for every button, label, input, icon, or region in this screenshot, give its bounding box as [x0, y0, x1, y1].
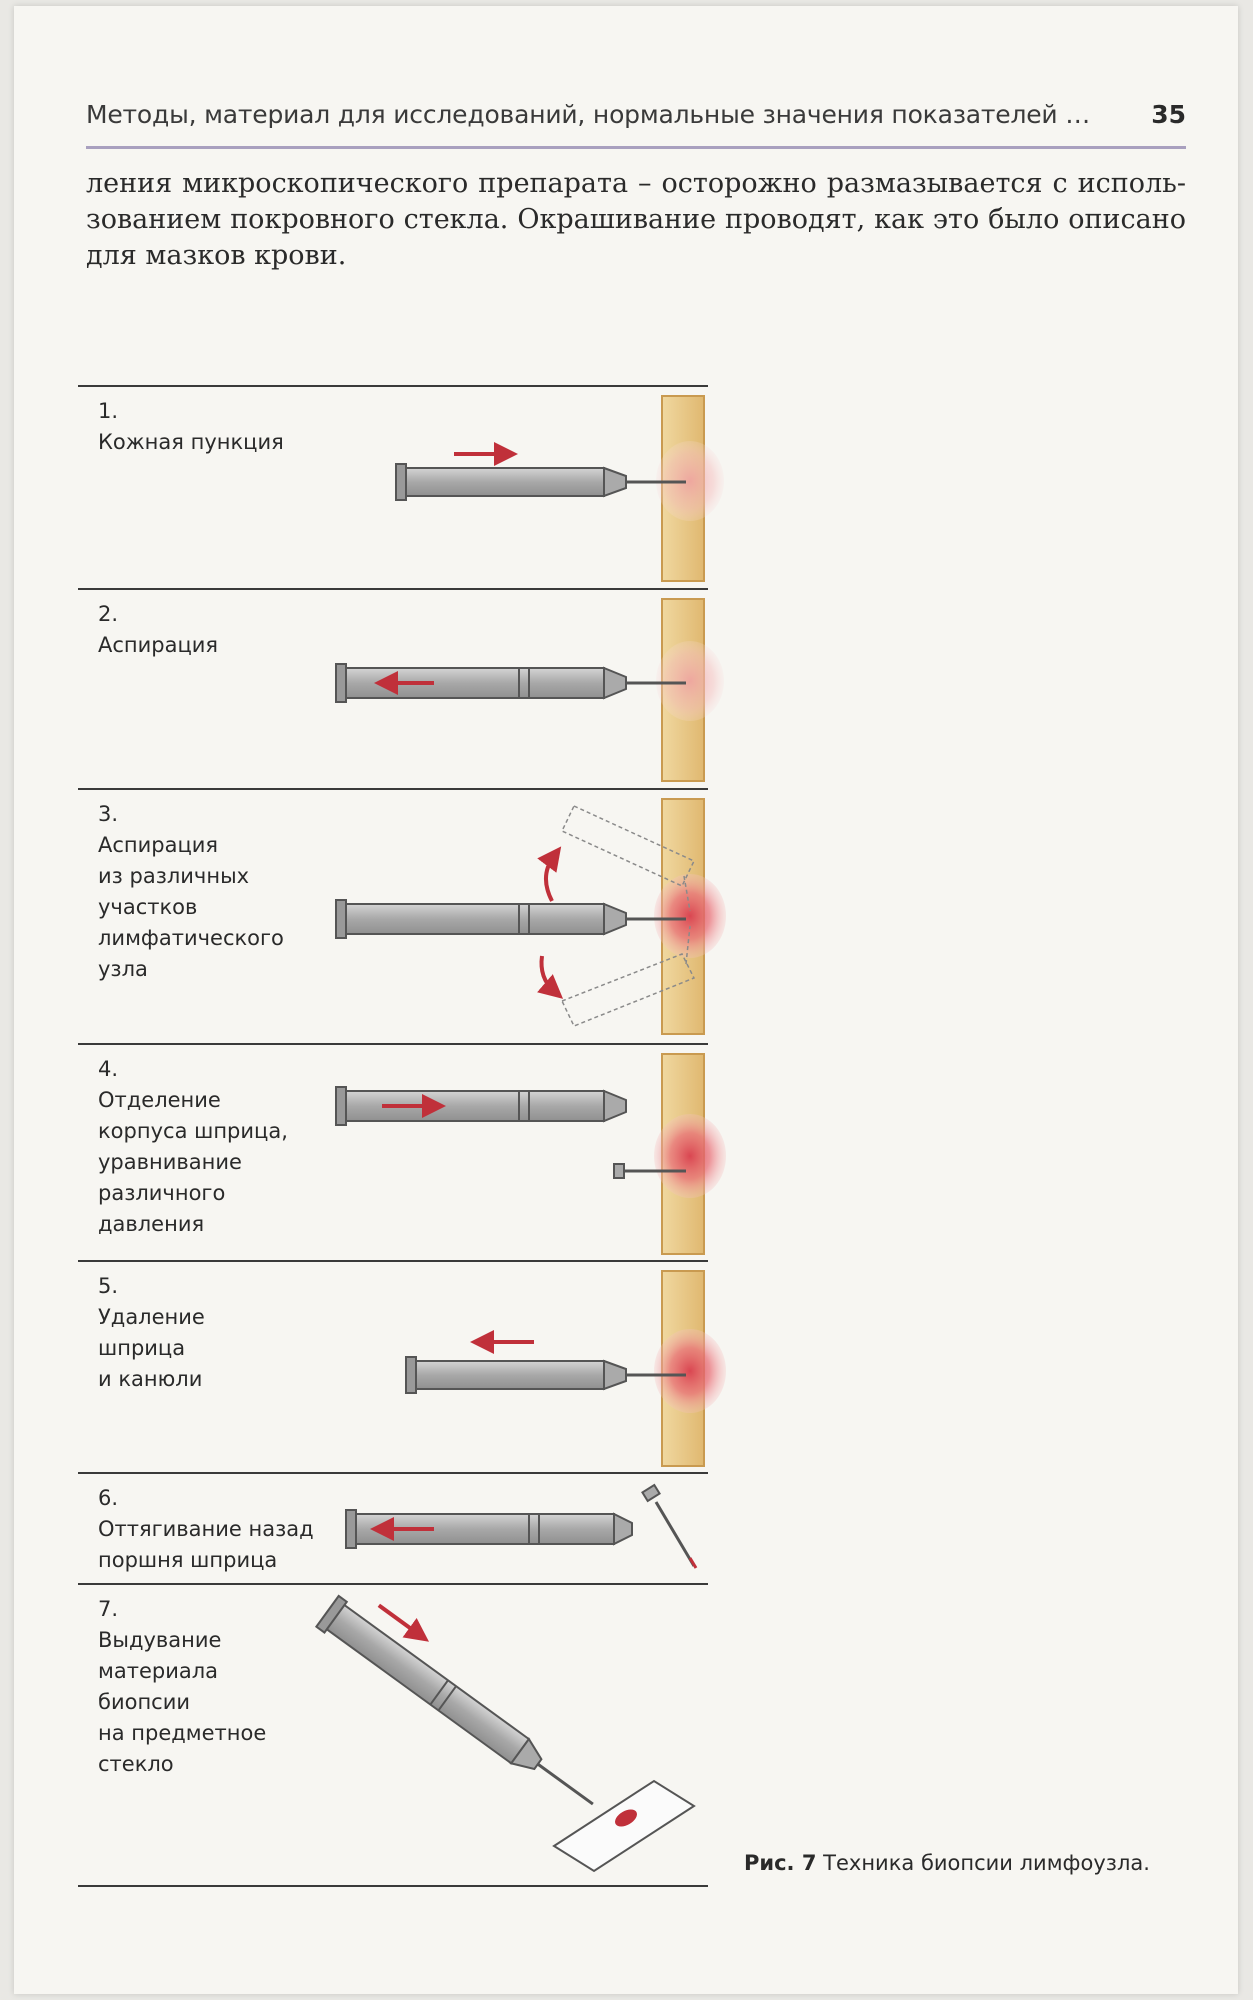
arrow-icon: [379, 1605, 419, 1634]
step-number: 5.: [98, 1271, 205, 1302]
step-text-line: давления: [98, 1209, 288, 1240]
step-number: 3.: [98, 799, 284, 830]
step-number: 2.: [98, 599, 218, 630]
step-number: 1.: [98, 396, 284, 427]
syringe-step-6: [346, 1485, 696, 1568]
step-text-line: из различных: [98, 861, 284, 892]
needle-hub: [614, 1164, 624, 1178]
step-text-line: и канюли: [98, 1364, 205, 1395]
lymph-node: [656, 641, 724, 721]
arrow-icon: [546, 856, 554, 901]
step-1-label: 1. Кожная пункция: [98, 396, 284, 458]
step-text-line: Отделение: [98, 1085, 288, 1116]
loose-needle-hub: [642, 1485, 659, 1501]
arrow-icon: [542, 956, 555, 991]
step-text-line: на предметное: [98, 1718, 266, 1749]
lymph-node: [654, 874, 726, 958]
step-text-line: различного: [98, 1178, 288, 1209]
step-7-label: 7. Выдувание материала биопсии на предме…: [98, 1594, 266, 1780]
caption-text: Техника биопсии лимфоузла.: [823, 1851, 1150, 1875]
syringe-step-5: [406, 1342, 686, 1393]
step-text-line: узла: [98, 954, 284, 985]
syringe-step-4: [336, 1087, 686, 1178]
figure-caption: Рис. 7 Техника биопсии лимфоузла.: [744, 1851, 1184, 1875]
step-3-label: 3. Аспирация из различных участков лимфа…: [98, 799, 284, 985]
step-text-line: Удаление: [98, 1302, 205, 1333]
step-text-line: Кожная пункция: [98, 427, 284, 458]
step-text-line: биопсии: [98, 1687, 266, 1718]
step-number: 7.: [98, 1594, 266, 1625]
step-text-line: Выдувание: [98, 1625, 266, 1656]
step-text-line: материала: [98, 1656, 266, 1687]
step-text-line: уравнивание: [98, 1147, 288, 1178]
step-text-line: корпуса шприца,: [98, 1116, 288, 1147]
step-text-line: поршня шприца: [98, 1545, 314, 1576]
step-6-label: 6. Оттягивание назад поршня шприца: [98, 1483, 314, 1576]
syringe-step-3: [336, 806, 694, 1026]
step-2-label: 2. Аспирация: [98, 599, 218, 661]
syringe-step-1: [396, 454, 686, 500]
step-text-line: шприца: [98, 1333, 205, 1364]
caption-prefix: Рис. 7: [744, 1851, 816, 1875]
step-text-line: стекло: [98, 1749, 266, 1780]
lymph-node: [654, 1114, 726, 1198]
step-text-line: Аспирация: [98, 630, 218, 661]
step-5-label: 5. Удаление шприца и канюли: [98, 1271, 205, 1395]
step-4-label: 4. Отделение корпуса шприца, уравнивание…: [98, 1054, 288, 1240]
step-number: 4.: [98, 1054, 288, 1085]
syringe-step-2: [336, 664, 686, 702]
step-text-line: Аспирация: [98, 830, 284, 861]
lymph-node: [654, 1329, 726, 1413]
step-text-line: лимфатического: [98, 923, 284, 954]
step-text-line: Оттягивание назад: [98, 1514, 314, 1545]
step-number: 6.: [98, 1483, 314, 1514]
book-page: Методы, материал для исследований, норма…: [14, 6, 1238, 1994]
step-text-line: участков: [98, 892, 284, 923]
syringe-step-7: [316, 1583, 694, 1871]
